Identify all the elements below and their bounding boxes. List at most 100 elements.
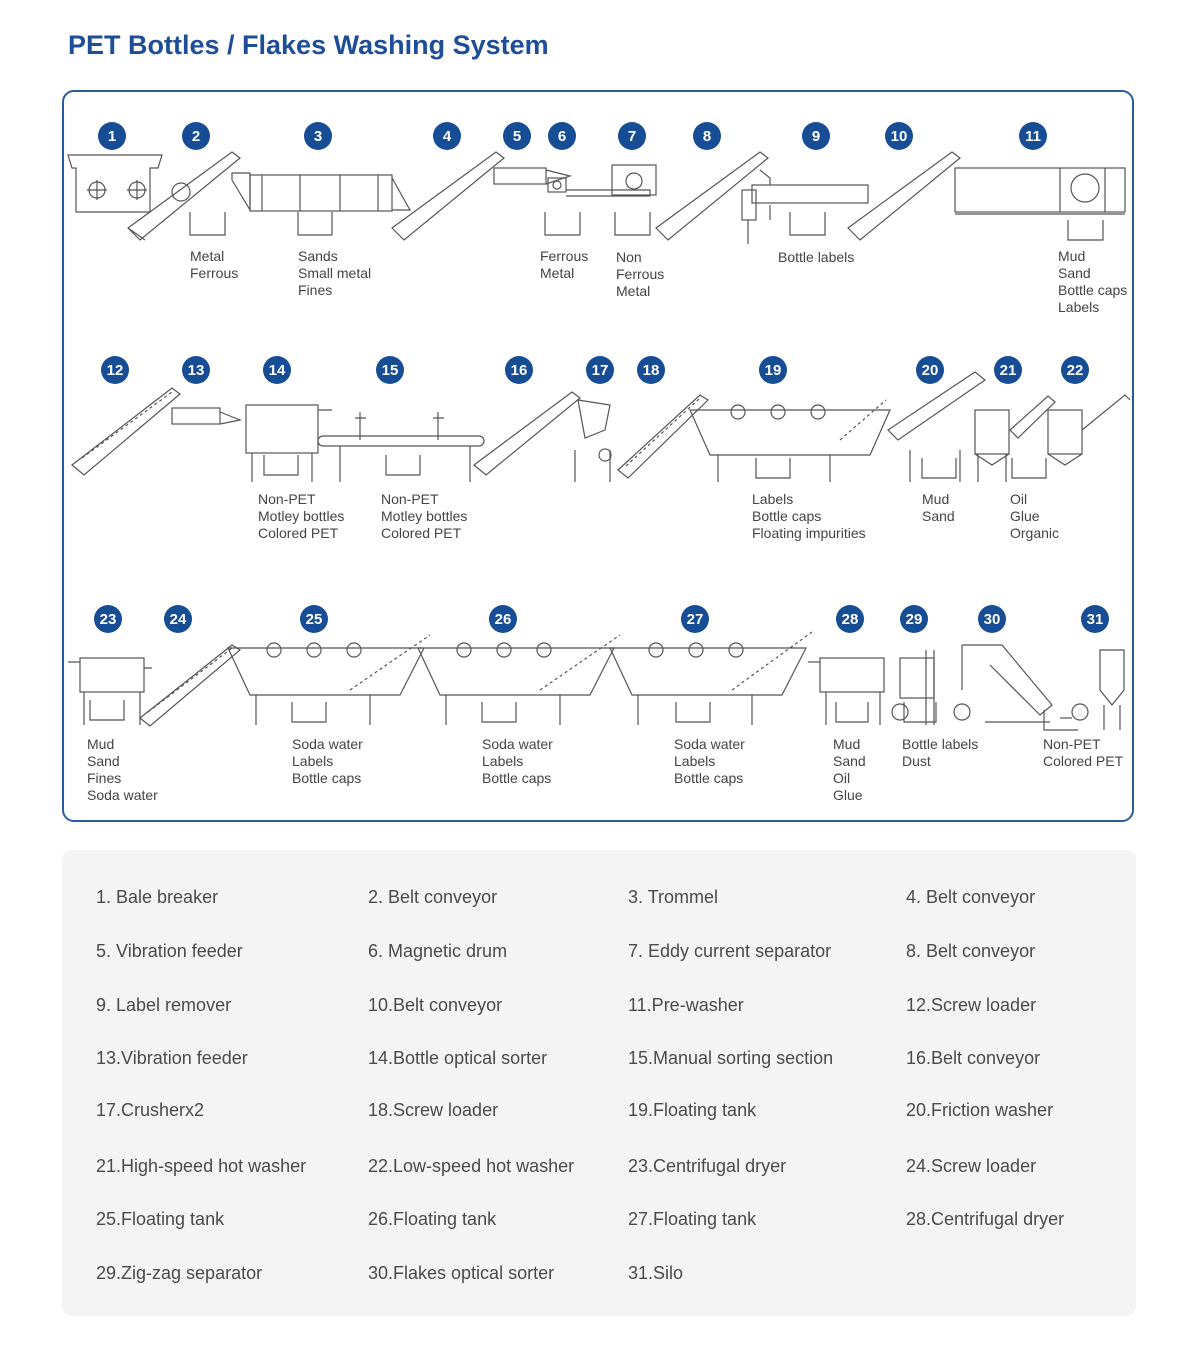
discharge-label-line: Metal xyxy=(616,283,651,299)
discharge-label-line: Non-PET xyxy=(1043,736,1101,752)
legend-item: 23.Centrifugal dryer xyxy=(628,1156,787,1176)
step-badge-18: 18 xyxy=(637,356,665,384)
discharge-label-line: Colored PET xyxy=(1043,753,1124,769)
discharge-label-line: Glue xyxy=(833,787,863,803)
legend-item: 6. Magnetic drum xyxy=(368,941,508,961)
discharge-label: Bottle labels xyxy=(778,249,854,266)
step-badge-4: 4 xyxy=(433,122,461,150)
legend-item: 8. Belt conveyor xyxy=(906,941,1036,961)
discharge-bins-row2 xyxy=(263,455,1047,479)
step-badge-23: 23 xyxy=(94,605,122,633)
trommel-drawing xyxy=(231,172,412,213)
legend-item: 26.Floating tank xyxy=(368,1209,497,1229)
step-badge-7: 7 xyxy=(618,122,646,150)
legend-item: 9. Label remover xyxy=(96,995,232,1015)
step-badge-25: 25 xyxy=(300,605,328,633)
step-badge-2: 2 xyxy=(182,122,210,150)
pre-washer-drawing xyxy=(954,167,1126,215)
legend-item: 16.Belt conveyor xyxy=(906,1048,1041,1068)
discharge-bins-row1 xyxy=(189,212,1104,241)
legend-item: 28.Centrifugal dryer xyxy=(906,1209,1065,1229)
legend-item: 3. Trommel xyxy=(628,887,719,907)
centrifugal-dryer-28-drawing xyxy=(808,657,885,725)
legend-item: 19.Floating tank xyxy=(628,1100,757,1120)
belt-conveyor-4-drawing xyxy=(391,151,505,241)
legend-item: 4. Belt conveyor xyxy=(906,887,1036,907)
discharge-label-line: Ferrous xyxy=(190,265,239,281)
label-remover-drawing xyxy=(741,169,869,244)
step-badge-30: 30 xyxy=(978,605,1006,633)
discharge-label-line: Mud xyxy=(1058,248,1086,264)
discharge-label-line: Bottle caps xyxy=(482,770,552,786)
floating-tank-25-drawing xyxy=(227,634,431,725)
step-badge-11: 11 xyxy=(1019,122,1047,150)
discharge-label-line: Organic xyxy=(1010,525,1060,541)
legend-item: 31.Silo xyxy=(628,1263,684,1283)
legend-item: 21.High-speed hot washer xyxy=(96,1156,307,1176)
discharge-label-line: Non xyxy=(616,249,642,265)
discharge-label-line: Labels xyxy=(1058,299,1100,315)
page-title: PET Bottles / Flakes Washing System xyxy=(68,30,549,60)
discharge-label-line: Mud xyxy=(87,736,115,752)
legend-item: 10.Belt conveyor xyxy=(368,995,503,1015)
vibration-feeder-13-drawing xyxy=(171,407,243,425)
legend-item: 22.Low-speed hot washer xyxy=(368,1156,575,1176)
discharge-label-line: Soda water xyxy=(292,736,363,752)
floating-tank-19-drawing xyxy=(689,399,891,482)
legend-item: 14.Bottle optical sorter xyxy=(368,1048,548,1068)
discharge-label-line: Bottle caps xyxy=(1058,282,1128,298)
discharge-label-line: Mud xyxy=(833,736,861,752)
belt-conveyor-16-drawing xyxy=(473,391,581,476)
step-badge-3: 3 xyxy=(304,122,332,150)
discharge-label-line: Non-PET xyxy=(381,491,439,507)
discharge-label-line: Colored PET xyxy=(381,525,462,541)
step-badge-31: 31 xyxy=(1081,605,1109,633)
discharge-label-line: Bottle labels xyxy=(778,249,855,265)
discharge-label-line: Sands xyxy=(298,248,338,264)
legend-item: 18.Screw loader xyxy=(368,1100,499,1120)
discharge-label-line: Bottle caps xyxy=(292,770,362,786)
discharge-label-line: Soda water xyxy=(674,736,745,752)
vibration-feeder-5-drawing xyxy=(493,167,573,185)
step-badge-16: 16 xyxy=(505,356,533,384)
step-badge-28: 28 xyxy=(836,605,864,633)
legend-item: 30.Flakes optical sorter xyxy=(368,1263,555,1283)
discharge-label-line: Sand xyxy=(87,753,120,769)
legend-item: 11.Pre-washer xyxy=(628,995,744,1015)
legend-item: 5. Vibration feeder xyxy=(96,941,243,961)
low-speed-hot-washer-drawing xyxy=(1009,394,1131,466)
manual-sorting-section-drawing xyxy=(317,412,485,482)
step-badge-9: 9 xyxy=(802,122,830,150)
legend-item: 29.Zig-zag separator xyxy=(96,1263,263,1283)
legend-item: 12.Screw loader xyxy=(906,995,1037,1015)
discharge-label-line: Small metal xyxy=(298,265,372,281)
screw-loader-18-drawing xyxy=(617,394,709,479)
floating-tank-26-drawing xyxy=(417,634,621,725)
step-badge-17: 17 xyxy=(586,356,614,384)
step-badge-20: 20 xyxy=(916,356,944,384)
discharge-label-line: Ferrous xyxy=(540,248,589,264)
step-badge-5: 5 xyxy=(503,122,531,150)
belt-conveyor-8-drawing xyxy=(655,151,769,241)
screw-loader-24-drawing xyxy=(139,644,242,727)
discharge-label-line: Metal xyxy=(190,248,225,264)
step-badge-6: 6 xyxy=(548,122,576,150)
step-badge-15: 15 xyxy=(376,356,404,384)
discharge-label-line: Fines xyxy=(298,282,333,298)
step-badge-8: 8 xyxy=(693,122,721,150)
bottle-optical-sorter-drawing xyxy=(245,404,332,482)
crusher-drawing xyxy=(574,399,612,482)
discharge-bins-row3 xyxy=(89,700,1078,731)
discharge-label-line: Bottle caps xyxy=(674,770,744,786)
legend-item: 2. Belt conveyor xyxy=(368,887,498,907)
discharge-label-line: Floating impurities xyxy=(752,525,866,541)
